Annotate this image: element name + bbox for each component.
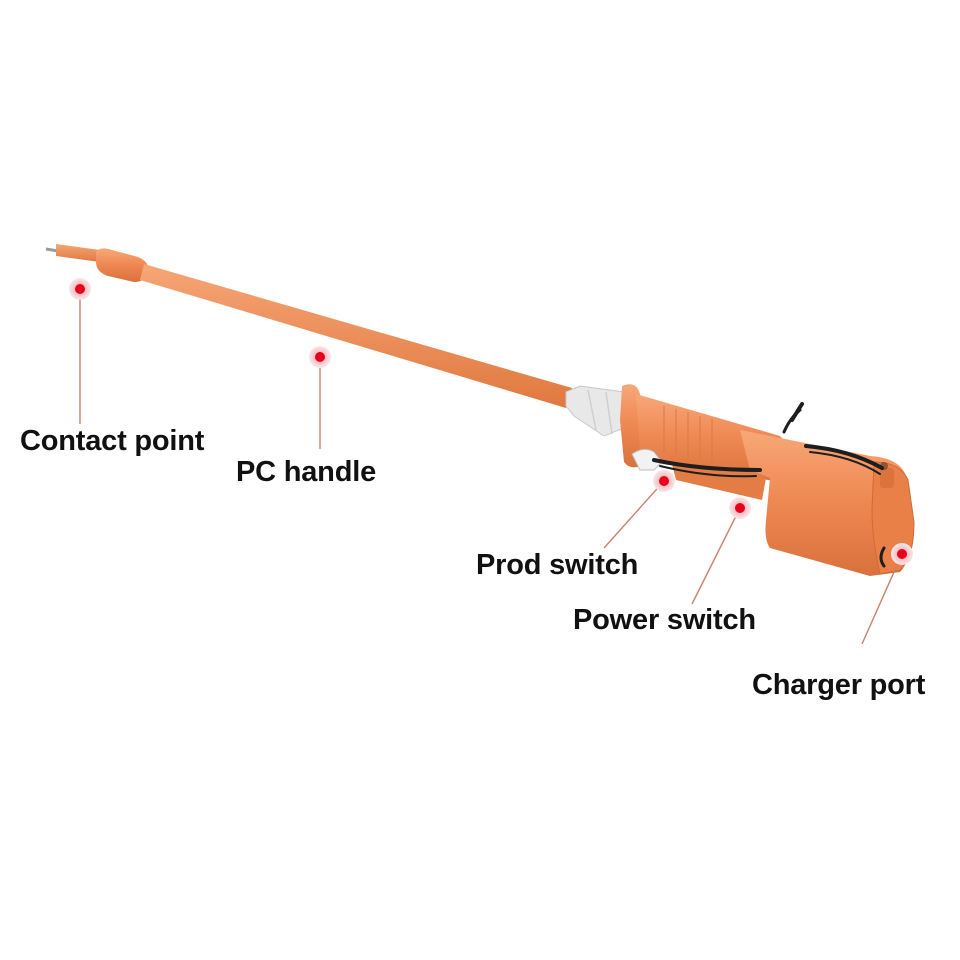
leader-prod xyxy=(603,480,665,549)
label-prod-switch: Prod switch xyxy=(476,549,639,581)
callout-markers xyxy=(69,278,913,565)
rear-body xyxy=(740,430,912,576)
prod-switch-button xyxy=(631,448,663,471)
pc-handle-rod xyxy=(140,264,572,408)
marker-power-switch xyxy=(729,497,751,519)
label-contact-point: Contact point xyxy=(20,425,205,457)
label-power-switch: Power switch xyxy=(573,604,756,636)
tip-sleeve xyxy=(96,248,149,282)
leader-power xyxy=(691,507,741,605)
contact-tip xyxy=(45,244,100,262)
marker-contact-point xyxy=(69,278,91,300)
label-charger-port: Charger port xyxy=(752,669,926,701)
cattle-prod-device xyxy=(45,244,915,576)
label-pc-handle: PC handle xyxy=(236,456,376,488)
leader-charger xyxy=(861,553,903,645)
marker-charger-port xyxy=(891,543,913,565)
wrist-strap xyxy=(652,402,886,568)
marker-prod-switch xyxy=(653,470,675,492)
leader-lines xyxy=(79,289,903,645)
marker-pc-handle xyxy=(309,346,331,368)
